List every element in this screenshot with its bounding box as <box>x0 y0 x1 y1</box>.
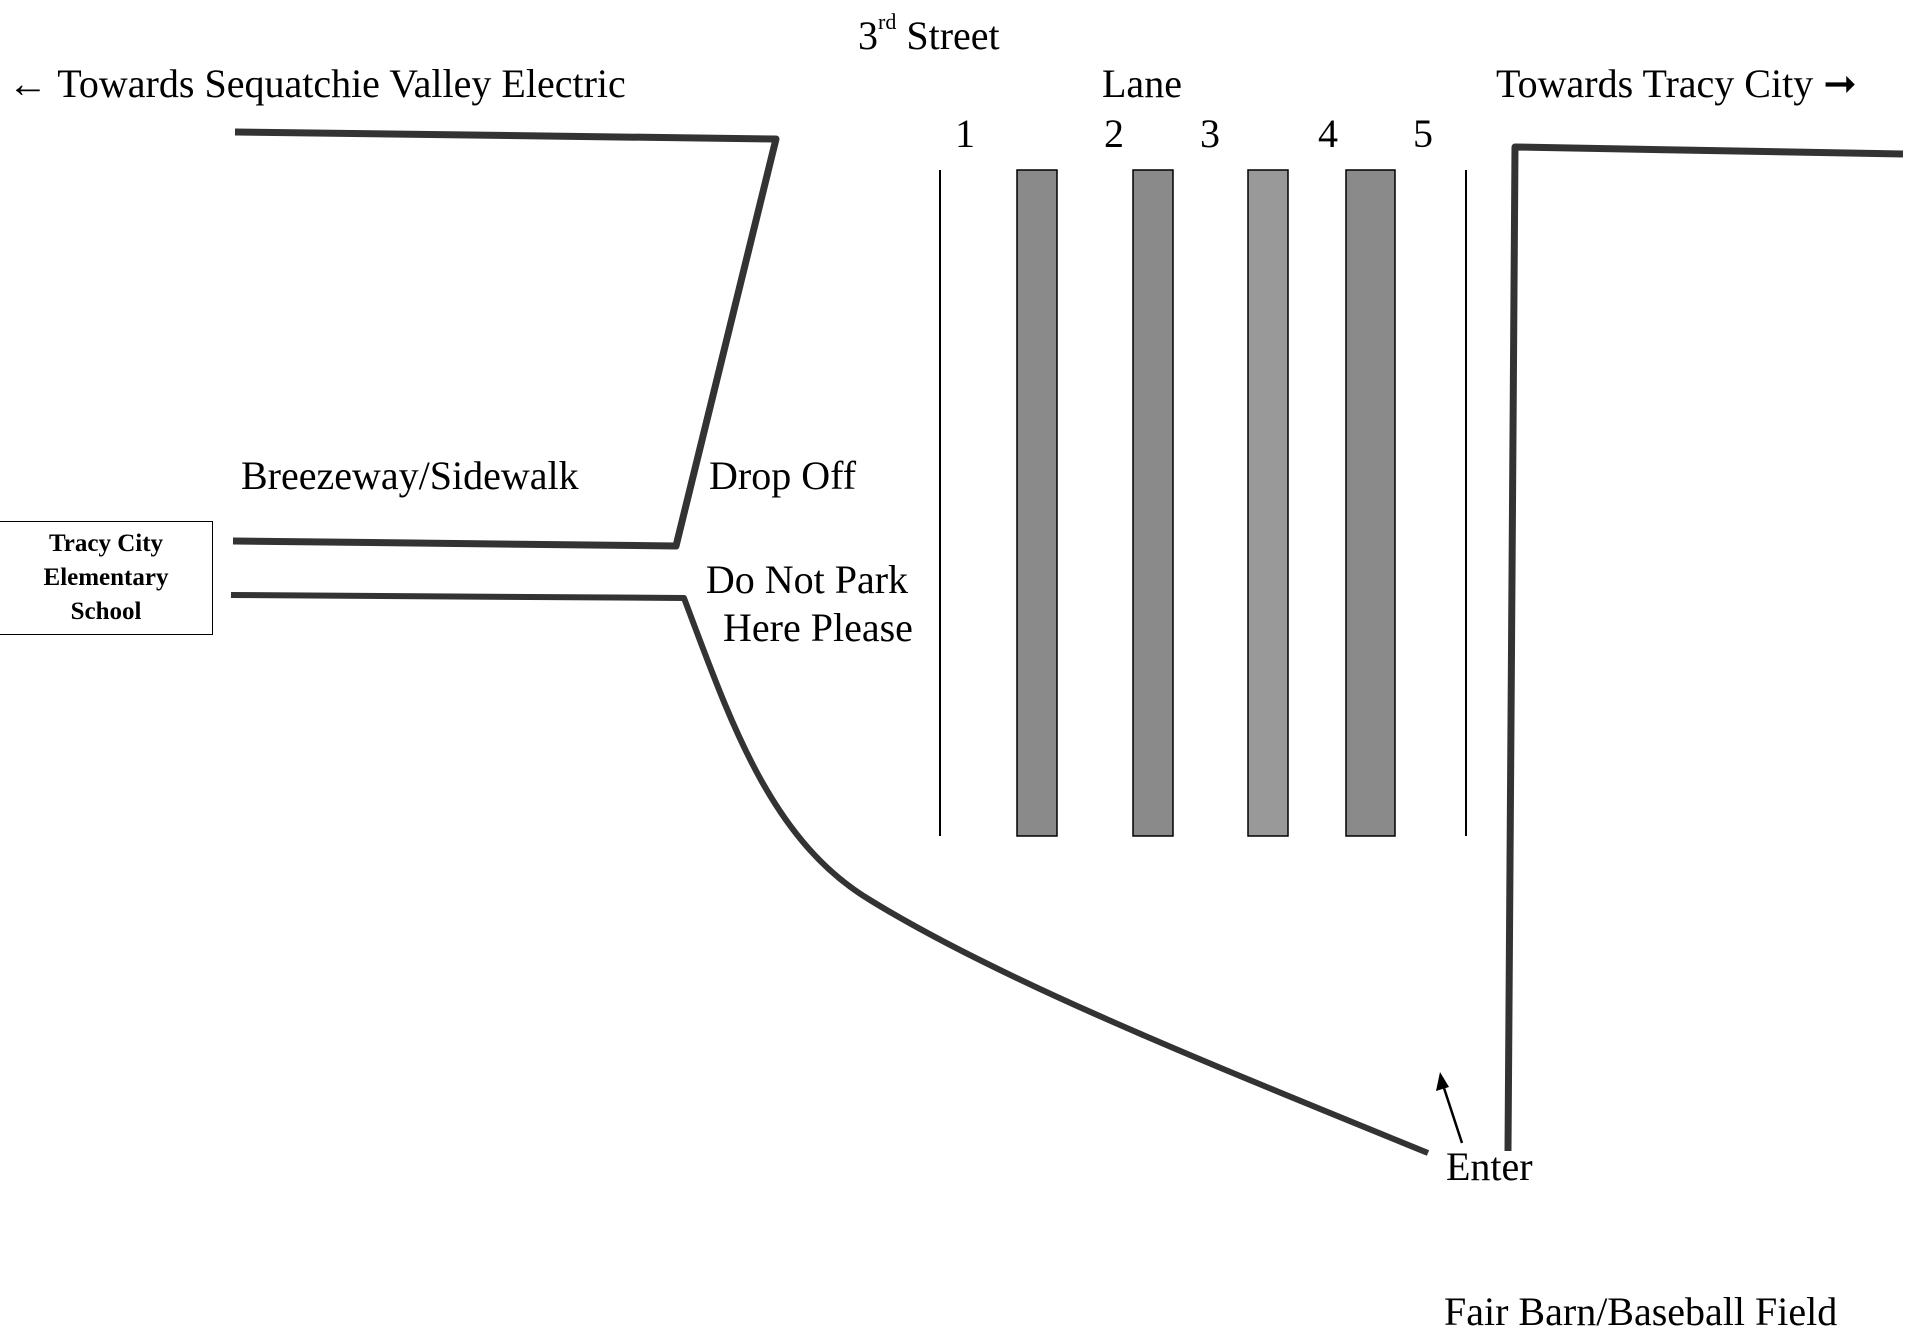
lane-stripe-2 <box>1132 169 1174 837</box>
lane-stripe-3 <box>1247 169 1289 837</box>
lane-title: Lane <box>1102 61 1182 106</box>
breezeway-label: Breezeway/Sidewalk <box>241 453 579 498</box>
lane-number-5: 5 <box>1413 111 1433 156</box>
enter-label: Enter <box>1446 1144 1533 1189</box>
upper-lot-outline <box>232 128 780 550</box>
enter-arrow-icon <box>1441 1084 1464 1144</box>
fair-barn-label: Fair Barn/Baseball Field <box>1444 1289 1838 1334</box>
lane-number-4: 4 <box>1318 111 1338 156</box>
direction-left-label: ← Towards Sequatchie Valley Electric <box>8 61 626 106</box>
lane-number-3: 3 <box>1200 111 1220 156</box>
do-not-park-label: Do Not Park Here Please <box>705 557 913 650</box>
drop-off-label: Drop Off <box>709 453 857 498</box>
direction-right-label: Towards Tracy City ➞ <box>1496 61 1857 106</box>
lane-number-1: 1 <box>955 111 975 156</box>
lane-stripe-1 <box>1016 169 1058 837</box>
enter-arrowhead-icon <box>1436 1072 1449 1091</box>
right-boundary-line <box>1504 143 1904 1152</box>
street-label: 3rd Street <box>858 9 1000 58</box>
lane-number-2: 2 <box>1104 111 1124 156</box>
school-box: Tracy City Elementary School <box>0 521 213 635</box>
lane-stripe-4 <box>1345 169 1396 837</box>
lower-lot-outline <box>230 592 1430 1156</box>
